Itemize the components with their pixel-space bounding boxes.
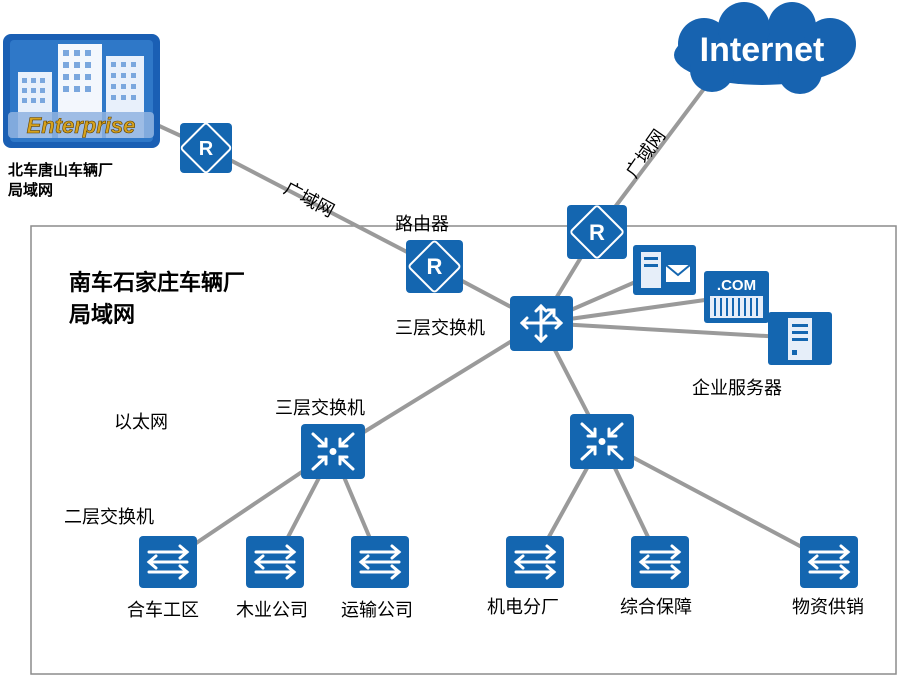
internet-label: Internet (700, 31, 825, 69)
svg-text:R: R (199, 138, 214, 160)
l3-switch-left-icon (301, 424, 365, 479)
link-core-l3left (331, 321, 543, 453)
core-switch-icon (510, 296, 573, 351)
l2-switch-label: 二层交换机 (64, 507, 154, 528)
router-icon-tangshan: R (180, 122, 232, 174)
svg-text:R: R (589, 220, 605, 245)
l2-switch-jidian-icon (504, 534, 566, 590)
enterprise-building-icon: Enterprise (3, 34, 160, 148)
enterprise-servers-label: 企业服务器 (692, 378, 782, 399)
tangshan-lan-label-line1: 北车唐山车辆厂 (8, 161, 114, 179)
region-border (30, 225, 897, 675)
link-router-router (203, 145, 436, 268)
router-icon-wan: R (567, 205, 627, 259)
mail-server-icon (633, 245, 696, 295)
dept-jidian-label: 机电分厂 (487, 597, 559, 618)
core-switch-label: 三层交换机 (395, 318, 485, 339)
region-title-line2: 局域网 (69, 303, 136, 328)
l2-switch-zonghe-icon (629, 534, 691, 590)
dept-wuzi-label: 物资供销 (792, 597, 864, 618)
enterprise-logo-text: Enterprise (27, 113, 136, 138)
router-label: 路由器 (395, 214, 449, 235)
ethernet-label: 以太网 (114, 412, 168, 433)
web-server-icon: .COM (704, 271, 769, 323)
dotcom-label: .COM (717, 277, 756, 294)
dept-hecheng-label: 合车工区 (127, 600, 199, 621)
dept-zonghe-label: 综合保障 (620, 597, 692, 618)
l2-switch-hecheng-icon (137, 534, 199, 590)
dept-muye-label: 木业公司 (236, 600, 308, 621)
l2-switch-wuzi-icon (798, 534, 860, 590)
link-core-server (539, 321, 802, 340)
svg-text:R: R (427, 254, 443, 279)
l3-switch-right-icon (570, 414, 634, 469)
l2-switch-muye-icon (244, 534, 306, 590)
tangshan-lan-label-line2: 局域网 (8, 181, 54, 199)
router-icon-main: R (406, 240, 463, 293)
server-icon (768, 312, 832, 365)
region-title-line1: 南车石家庄车辆厂 (69, 271, 246, 296)
dept-yunshu-label: 运输公司 (341, 600, 413, 621)
l2-switch-yunshu-icon (349, 534, 411, 590)
internet-cloud-icon: Internet (674, 2, 856, 94)
l3-switch-left-label: 三层交换机 (275, 398, 365, 419)
link-l3right-wuzi (600, 439, 832, 564)
